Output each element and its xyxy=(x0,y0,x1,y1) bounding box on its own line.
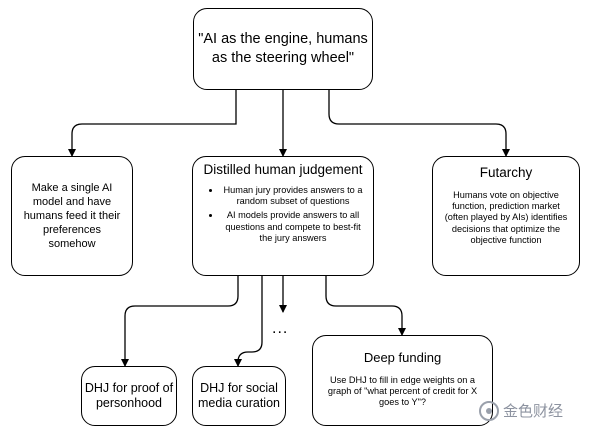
root-node: "AI as the engine, humans as the steerin… xyxy=(193,8,373,90)
connector-center-deep xyxy=(325,276,406,336)
watermark-logo-icon xyxy=(479,400,499,421)
root-node-text: "AI as the engine, humans as the steerin… xyxy=(198,31,368,66)
distilled-judgement-list: Human jury provides answers to a random … xyxy=(201,185,365,244)
list-item: Human jury provides answers to a random … xyxy=(221,185,365,207)
deep-funding-title: Deep funding xyxy=(363,350,442,365)
connector-center-dhj-proof xyxy=(121,276,239,367)
deep-funding-body: Use DHJ to fill in edge weights on a gra… xyxy=(327,375,478,408)
connector-center-dhj-social xyxy=(234,276,263,367)
connector-root-right xyxy=(328,90,510,157)
deep-funding-node: Deep funding Use DHJ to fill in edge wei… xyxy=(312,335,493,426)
dhj-social-text: DHJ for social media curation xyxy=(198,381,280,410)
single-model-node: Make a single AI model and have humans f… xyxy=(11,156,133,276)
futarchy-body: Humans vote on objective function, predi… xyxy=(444,190,568,245)
distilled-judgement-title: Distilled human judgement xyxy=(203,162,363,177)
more-children-ellipsis: ... xyxy=(272,320,289,337)
watermark-text: 金色财经 xyxy=(503,403,564,420)
dhj-proof-text: DHJ for proof of personhood xyxy=(84,381,174,410)
distilled-judgement-node: Distilled human judgement Human jury pro… xyxy=(192,156,374,276)
single-model-text: Make a single AI model and have humans f… xyxy=(23,182,121,250)
list-item: AI models provide answers to all questio… xyxy=(221,210,365,244)
connector-root-left xyxy=(68,90,237,157)
dhj-proof-node: DHJ for proof of personhood xyxy=(81,366,177,426)
futarchy-title: Futarchy xyxy=(479,165,533,180)
futarchy-node: Futarchy Humans vote on objective functi… xyxy=(432,156,580,276)
watermark: 金色财经 xyxy=(479,400,563,421)
dhj-social-node: DHJ for social media curation xyxy=(192,366,286,426)
